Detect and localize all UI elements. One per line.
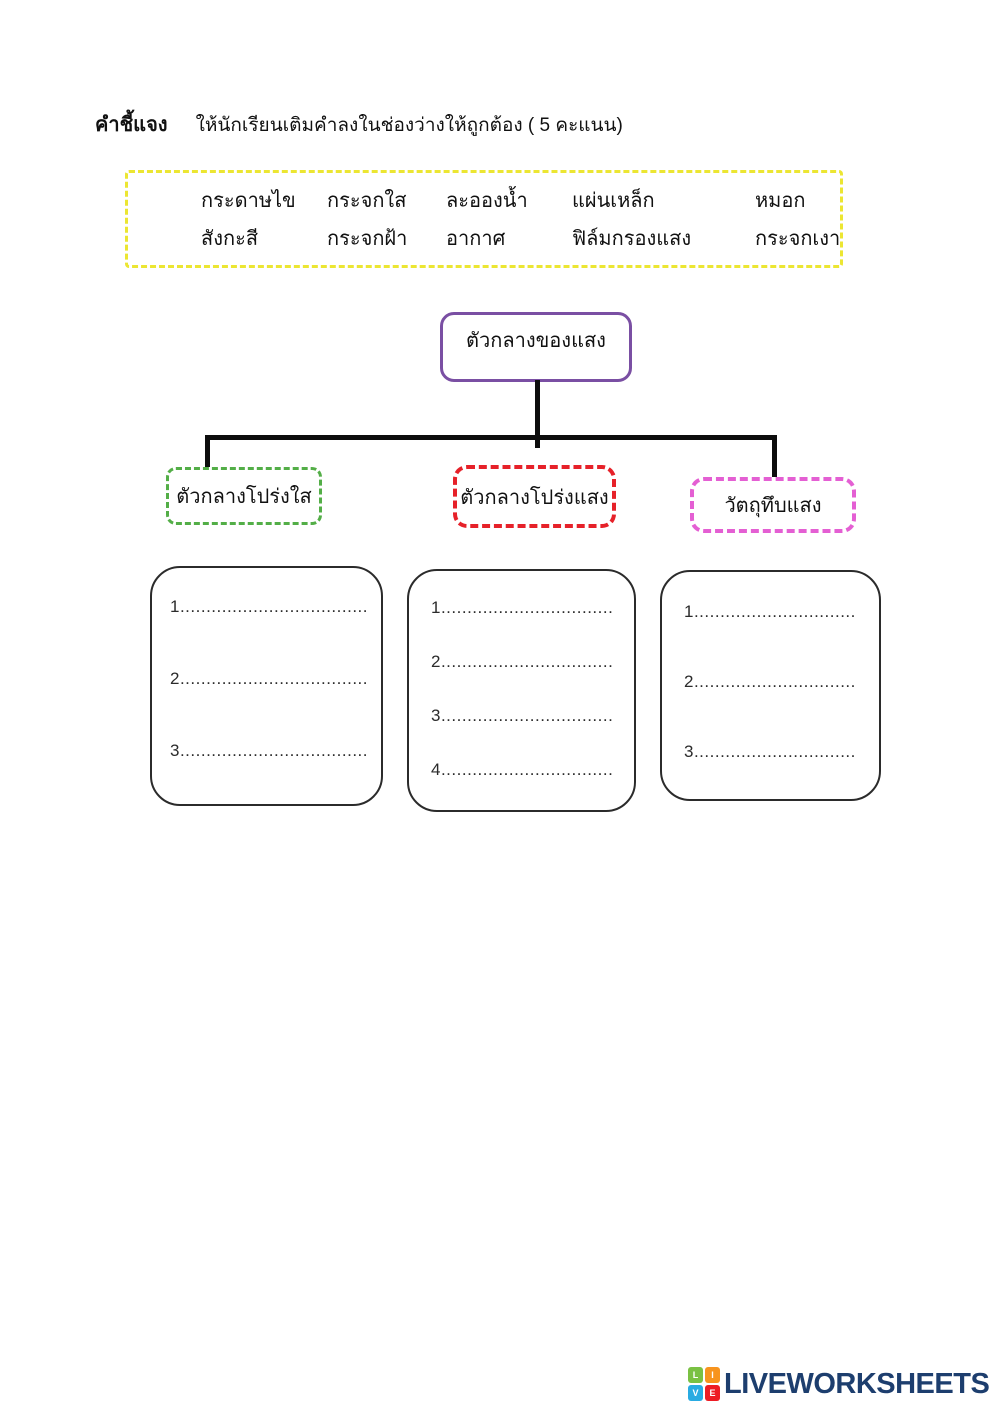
answer-box-translucent: 1................................. 2....…: [407, 569, 636, 812]
word-bank-item: แผ่นเหล็ก: [572, 190, 655, 212]
branch-label-transparent: ตัวกลางโปร่งใส: [176, 486, 312, 508]
branch-label-translucent: ตัวกลางโปร่งแสง: [460, 486, 609, 509]
word-bank-item: สังกะสี: [201, 228, 259, 250]
answer-blank[interactable]: 2.................................: [431, 652, 614, 671]
branch-box-opaque: วัตถุทึบแสง: [690, 477, 856, 533]
answer-box-opaque: 1............................... 2......…: [660, 570, 881, 801]
answer-blank[interactable]: 2...............................: [684, 672, 856, 691]
instruction-text: ให้นักเรียนเติมคำลงในช่องว่างให้ถูกต้อง …: [195, 115, 623, 136]
answer-blank[interactable]: 4.................................: [431, 760, 614, 779]
answer-blank[interactable]: 2....................................: [170, 669, 368, 688]
logo-square-v: V: [688, 1385, 703, 1401]
answer-blank[interactable]: 3...............................: [684, 742, 856, 761]
liveworksheets-logo-text: LIVEWORKSHEETS: [724, 1367, 990, 1400]
diagram-root-box: ตัวกลางของแสง: [440, 312, 632, 382]
branch-label-opaque: วัตถุทึบแสง: [724, 495, 822, 517]
branch-box-translucent: ตัวกลางโปร่งแสง: [453, 465, 616, 528]
logo-square-i: I: [705, 1367, 720, 1383]
connector-horizontal: [205, 435, 777, 440]
logo-square-l: L: [688, 1367, 703, 1383]
word-bank-item: กระดาษไข: [201, 190, 296, 212]
word-bank: กระดาษไข กระจกใส ละอองน้ำ แผ่นเหล็ก หมอก…: [125, 170, 843, 268]
instruction-label: คำชี้แจง: [95, 114, 168, 136]
answer-blank[interactable]: 3.................................: [431, 706, 614, 725]
answer-blank[interactable]: 1....................................: [170, 597, 368, 616]
word-bank-item: กระจกเงา: [755, 228, 841, 250]
connector-left-stub: [205, 438, 210, 469]
connector-root-vertical: [535, 380, 540, 438]
word-bank-item: กระจกใส: [327, 190, 407, 212]
branch-box-transparent: ตัวกลางโปร่งใส: [166, 467, 322, 525]
diagram-root-label: ตัวกลางของแสง: [466, 330, 606, 352]
word-bank-item: หมอก: [755, 190, 806, 212]
instruction-header: คำชี้แจง ให้นักเรียนเติมคำลงในช่องว่างให…: [95, 108, 623, 140]
answer-blank[interactable]: 1.................................: [431, 598, 614, 617]
connector-right-stub: [772, 438, 777, 480]
word-bank-item: ฟิล์มกรองแสง: [572, 228, 692, 250]
answer-blank[interactable]: 3....................................: [170, 741, 368, 760]
logo-square-e: E: [705, 1385, 720, 1401]
word-bank-item: ละอองน้ำ: [446, 190, 528, 212]
liveworksheets-logo: L I V E LIVEWORKSHEETS: [688, 1366, 990, 1402]
word-bank-item: อากาศ: [446, 228, 506, 250]
answer-blank[interactable]: 1...............................: [684, 602, 856, 621]
word-bank-item: กระจกฝ้า: [327, 228, 408, 250]
connector-center-stub: [535, 438, 540, 448]
liveworksheets-logo-icon: L I V E: [688, 1366, 720, 1402]
answer-box-transparent: 1.................................... 2.…: [150, 566, 383, 806]
